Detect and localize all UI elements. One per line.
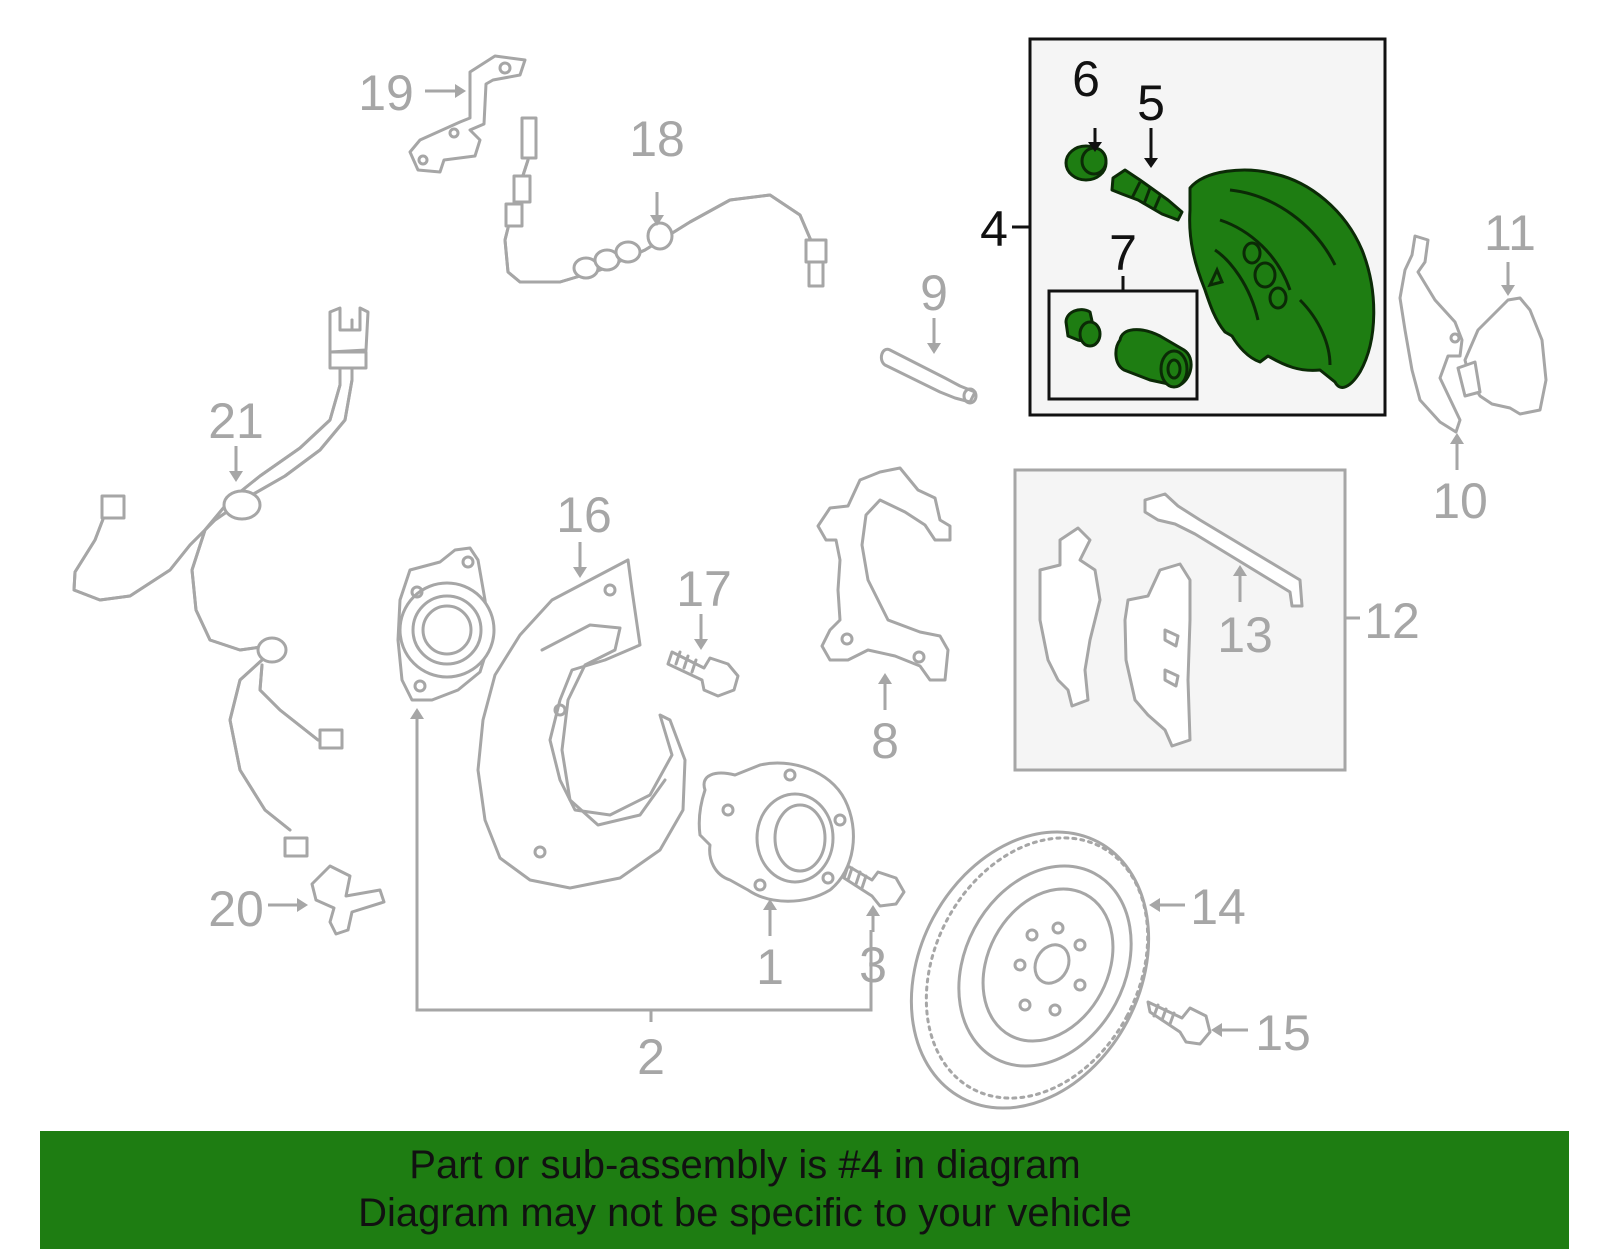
callout-12: 12 (1364, 593, 1420, 649)
callout-10: 10 (1432, 473, 1488, 529)
callout-15: 15 (1255, 1005, 1311, 1061)
callout-4: 4 (980, 201, 1008, 257)
guide-pin[interactable] (879, 347, 978, 405)
wheel-hub[interactable] (697, 761, 855, 903)
banner-line-part-number: Part or sub-assembly is #4 in diagram (409, 1143, 1081, 1187)
bleeder-cap[interactable] (1064, 144, 1108, 182)
callout-17: 17 (676, 561, 732, 617)
callout-7: 7 (1109, 225, 1137, 281)
rotor-screw[interactable] (1146, 1000, 1212, 1046)
callout-1: 1 (756, 939, 784, 995)
callout-13: 13 (1217, 607, 1273, 663)
callout-21: 21 (208, 393, 264, 449)
banner-line-disclaimer: Diagram may not be specific to your vehi… (358, 1191, 1132, 1235)
wheel-bearing[interactable] (396, 546, 496, 702)
caliper-body[interactable] (1188, 168, 1376, 389)
guide-pin-boot-kit[interactable] (1064, 308, 1193, 389)
caliper-assembly-box[interactable] (1028, 37, 1387, 417)
callout-11: 11 (1484, 205, 1536, 261)
callout-2-bracket (410, 708, 873, 1022)
callout-3: 3 (859, 937, 887, 993)
shield-bolt[interactable] (666, 650, 740, 698)
anti-rattle-spring[interactable] (1398, 234, 1464, 434)
callout-16: 16 (556, 487, 612, 543)
callout-5: 5 (1137, 75, 1165, 131)
hose-bracket[interactable] (408, 54, 527, 174)
wheel-speed-sensor[interactable] (310, 864, 386, 936)
callout-8: 8 (871, 713, 899, 769)
callout-18: 18 (629, 111, 685, 167)
callout-9: 9 (920, 265, 948, 321)
info-banner: Part or sub-assembly is #4 in diagram Di… (40, 1131, 1569, 1249)
splash-shield[interactable] (476, 558, 687, 890)
hub-bolt[interactable] (842, 864, 906, 908)
callout-19: 19 (358, 65, 414, 121)
callout-20: 20 (208, 881, 264, 937)
wiring-harness[interactable] (72, 306, 370, 858)
bleeder-screw[interactable] (1110, 168, 1184, 222)
brake-pad-kit-box[interactable] (1013, 468, 1347, 772)
caliper-bracket[interactable] (816, 466, 952, 682)
brake-pad-outer[interactable] (1456, 296, 1548, 416)
callout-2: 2 (637, 1029, 665, 1085)
callout-14: 14 (1190, 879, 1246, 935)
callout-labels: 1 2 3 4 5 6 7 8 9 10 11 12 13 14 15 16 1… (208, 51, 1536, 1085)
brake-hose[interactable] (503, 116, 828, 288)
brake-rotor[interactable] (865, 790, 1195, 1149)
callout-6: 6 (1072, 51, 1100, 107)
